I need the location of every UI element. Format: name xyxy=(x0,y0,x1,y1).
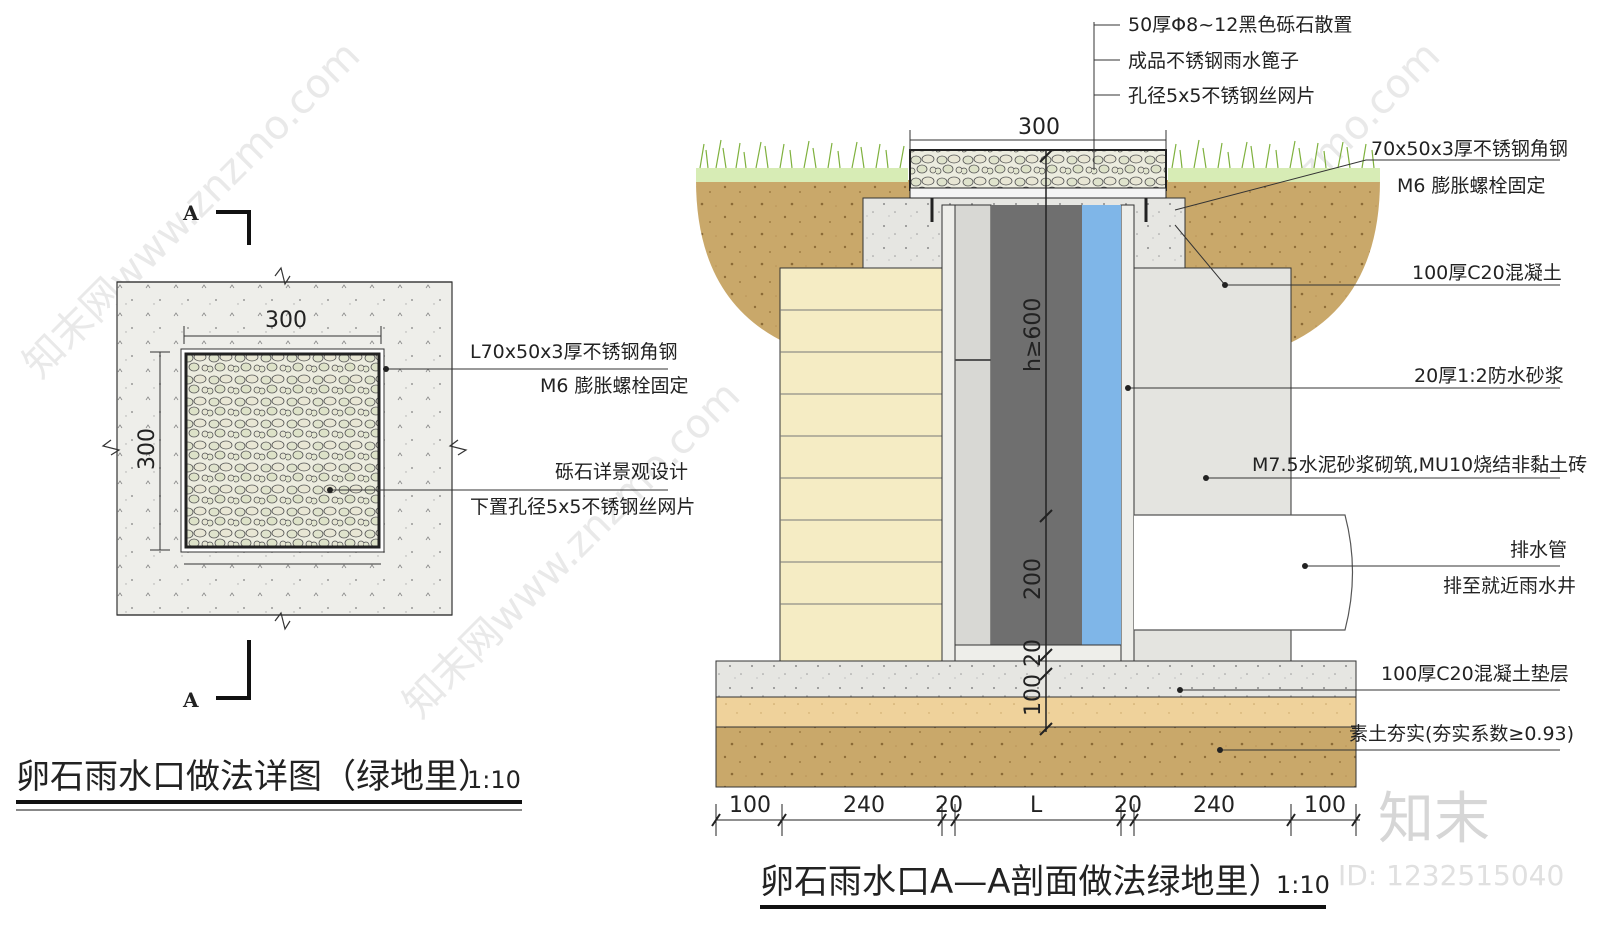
bottom-dim-4: L xyxy=(1030,793,1043,818)
plan-label-stone-2: 下置孔径5x5不锈钢丝网片 xyxy=(470,496,695,518)
dim-20: 20 xyxy=(1021,639,1046,667)
break-line-bottom xyxy=(274,611,291,631)
label-pipe-2: 排至就近雨水井 xyxy=(1443,575,1576,597)
bottom-dim-5: 20 xyxy=(1114,793,1142,818)
mortar-layer-left xyxy=(941,204,956,662)
dim-h: h≥600 xyxy=(1021,298,1046,372)
label-pipe-1: 排水管 xyxy=(1510,539,1567,561)
label-soil: 素土夯实(夯实系数≥0.93) xyxy=(1349,723,1574,745)
break-line-left xyxy=(101,439,121,456)
label-brick: M7.5水泥砂浆砌筑,MU10烧结非黏土砖 xyxy=(1252,454,1587,476)
dim-200: 200 xyxy=(1021,558,1046,600)
mortar-layer-right xyxy=(1120,204,1135,662)
plan-label-angle-1: L70x50x3厚不锈钢角钢 xyxy=(470,341,678,363)
sand-layer xyxy=(715,696,1357,728)
plan-stone-grate xyxy=(184,352,381,549)
section-mark-bottom xyxy=(216,640,251,700)
bottom-dim-3: 20 xyxy=(935,793,963,818)
section-scale: 1:10 xyxy=(1276,871,1330,899)
waterproof-membrane xyxy=(1082,205,1121,645)
concrete-base-layer xyxy=(715,660,1357,698)
watermark-id: ID: 1232515040 xyxy=(1338,859,1564,892)
grass-blades xyxy=(699,139,1375,169)
section-view: h≥600 200 20 100 300 50厚Φ8~12黑色砾石散置 成品不锈… xyxy=(696,14,1587,909)
plan-view: 300 300 A A L70x50x3厚不锈钢角钢 M6 膨胀螺栓固定 砾石详… xyxy=(16,201,695,811)
bottom-dim-2: 240 xyxy=(843,793,885,818)
compacted-soil xyxy=(715,726,1357,788)
plan-title: 卵石雨水口做法详图（绿地里） xyxy=(16,757,492,797)
inner-pipe xyxy=(954,204,992,646)
top-label-2: 成品不锈钢雨水篦子 xyxy=(1128,50,1299,72)
label-base: 100厚C20混凝土垫层 xyxy=(1381,663,1569,685)
break-line-right xyxy=(448,439,468,456)
label-angle-1: 70x50x3厚不锈钢角钢 xyxy=(1371,138,1568,160)
dim-100: 100 xyxy=(1021,674,1046,716)
plan-scale: 1:10 xyxy=(467,766,521,794)
brick-courses xyxy=(780,309,942,605)
section-mark-top-label: A xyxy=(182,201,199,225)
grass-strip-left xyxy=(696,168,908,182)
section-title: 卵石雨水口A—A剖面做法绿地里） xyxy=(760,862,1283,902)
section-stone-grate xyxy=(909,149,1167,191)
label-mortar: 20厚1:2防水砂浆 xyxy=(1414,365,1564,387)
section-dim-top: 300 xyxy=(1018,115,1060,140)
bottom-dim-6: 240 xyxy=(1193,793,1235,818)
label-concrete: 100厚C20混凝土 xyxy=(1412,262,1562,284)
plan-dim-side: 300 xyxy=(135,428,160,470)
bottom-dim-7: 100 xyxy=(1304,793,1346,818)
plan-label-angle-2: M6 膨胀螺栓固定 xyxy=(540,375,689,397)
plan-label-stone-1: 砾石详景观设计 xyxy=(555,461,688,483)
top-label-1: 50厚Φ8~12黑色砾石散置 xyxy=(1128,14,1352,36)
plan-dim-top: 300 xyxy=(265,308,307,333)
drain-pipe xyxy=(1134,514,1354,631)
section-mark-bottom-label: A xyxy=(182,688,199,712)
bottom-dim-1: 100 xyxy=(729,793,771,818)
label-angle-2: M6 膨胀螺栓固定 xyxy=(1397,175,1546,197)
top-label-3: 孔径5x5不锈钢丝网片 xyxy=(1128,85,1315,107)
brick-wall-left xyxy=(779,267,943,662)
section-mark-top xyxy=(216,210,251,245)
break-line-top xyxy=(274,266,291,286)
well-chamber xyxy=(991,205,1082,645)
watermark-logo: 知末 xyxy=(1378,787,1490,852)
grass-strip-right xyxy=(1168,168,1380,182)
